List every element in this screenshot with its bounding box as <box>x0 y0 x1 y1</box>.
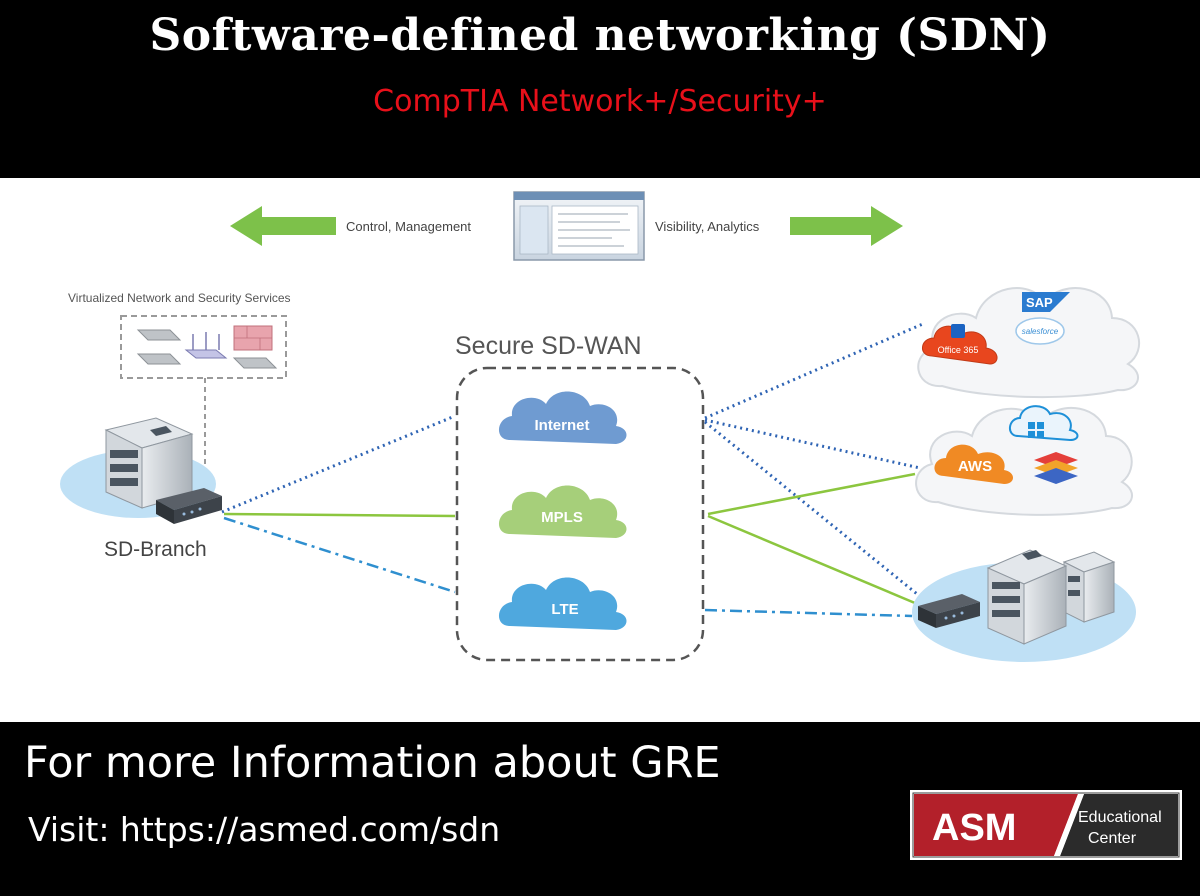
page-title: Software-defined networking (SDN) <box>149 10 1051 61</box>
stack-icon <box>1034 452 1078 484</box>
management-console-icon <box>513 191 645 261</box>
sap-label: SAP <box>1026 295 1053 310</box>
branch-router-icon <box>156 488 222 524</box>
lte-cloud <box>498 577 627 630</box>
virtual-appliance-icon <box>136 329 182 365</box>
branch-building-icon <box>104 417 194 509</box>
visibility-label: Visibility, Analytics <box>655 219 760 234</box>
office365-logo <box>922 324 998 365</box>
visit-link[interactable]: Visit: https://asmed.com/sdn <box>28 810 501 849</box>
lte-dc-link <box>704 608 913 618</box>
internet-saas-link <box>704 321 926 420</box>
sd-wan-box <box>455 366 705 662</box>
header: Software-defined networking (SDN) CompTI… <box>0 0 1200 178</box>
internet-iaas-link <box>704 418 921 470</box>
branch-mpls-link <box>223 512 456 518</box>
footer: For more Information about GRE Visit: ht… <box>0 722 1200 896</box>
visibility-arrow <box>790 206 903 246</box>
branch-lte-link <box>223 516 456 594</box>
asm-logo-text: ASM <box>932 807 1016 849</box>
salesforce-label: salesforce <box>1022 327 1059 336</box>
internet-label: Internet <box>534 417 589 434</box>
control-label: Control, Management <box>346 219 471 234</box>
mpls-label: MPLS <box>541 509 583 526</box>
salesforce-logo <box>1015 317 1065 345</box>
info-text: For more Information about GRE <box>24 738 721 788</box>
services-box <box>120 315 287 379</box>
asm-logo: ASM Educational Center <box>910 790 1182 860</box>
mpls-dc-link <box>707 514 923 608</box>
sdn-diagram: Control, Management Visibility, Analytic… <box>0 178 1200 722</box>
logo-line-2: Center <box>1088 830 1137 847</box>
virtual-router-icon <box>184 332 228 359</box>
wan-title: Secure SD-WAN <box>455 332 642 360</box>
sap-logo <box>1022 292 1070 312</box>
branch-internet-link <box>221 414 456 514</box>
asm-logo-graphic: ASM Educational Center <box>912 792 1180 858</box>
aws-label: AWS <box>958 458 992 475</box>
office365-label: Office 365 <box>938 345 979 355</box>
page-subtitle: CompTIA Network+/Security+ <box>373 84 827 119</box>
datacenter-router-icon <box>918 594 980 628</box>
aws-logo <box>934 444 1013 484</box>
internet-dc-link <box>704 420 923 600</box>
datacenter-building-icon <box>986 549 1116 645</box>
virtual-switch-icon <box>232 357 278 369</box>
mpls-cloud <box>498 485 627 538</box>
lte-label: LTE <box>551 601 578 618</box>
services-label: Virtualized Network and Security Service… <box>68 291 291 305</box>
control-arrow <box>230 206 336 246</box>
internet-cloud <box>498 391 627 444</box>
logo-line-1: Educational <box>1078 809 1162 826</box>
virtual-firewall-icon <box>233 325 273 351</box>
branch-label: SD-Branch <box>104 538 207 561</box>
mpls-iaas-link <box>707 472 916 516</box>
azure-logo <box>1009 405 1079 442</box>
diagram-canvas: Control, Management Visibility, Analytic… <box>60 191 1141 662</box>
